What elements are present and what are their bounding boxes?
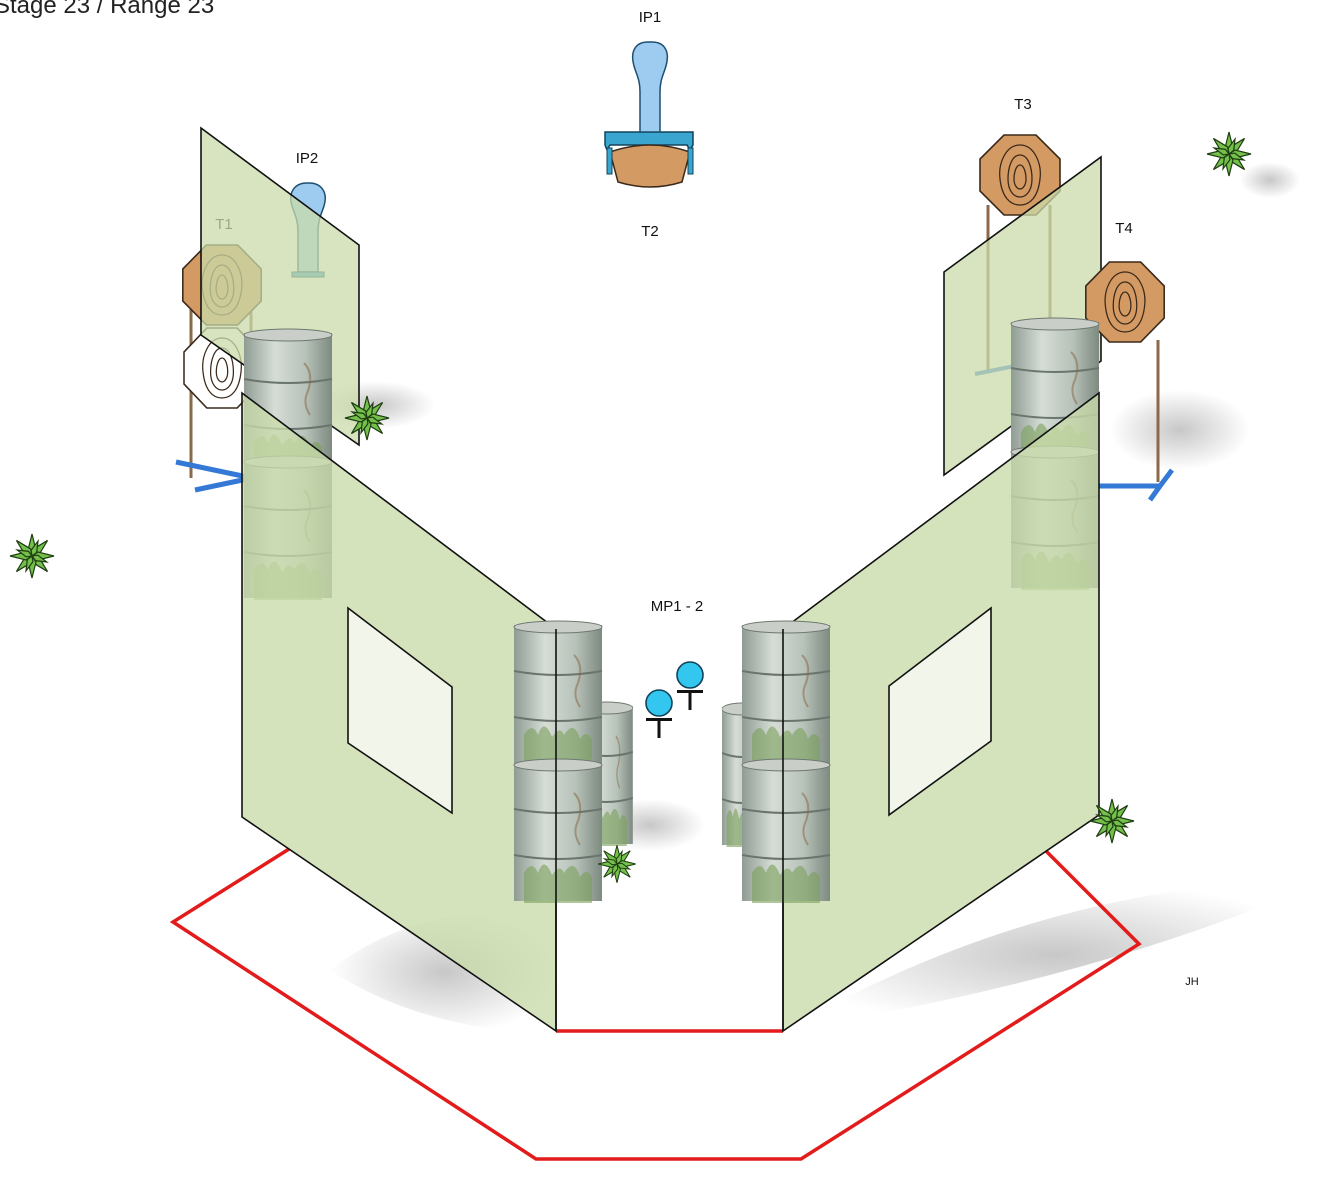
- stage-heading: Stage 23 / Range 23: [0, 0, 215, 19]
- label-t4: T4: [1115, 220, 1133, 237]
- label-t3: T3: [1014, 96, 1032, 113]
- label-t2: T2: [641, 223, 659, 240]
- bush-icon: [9, 533, 55, 579]
- label-ip2: IP2: [296, 150, 319, 167]
- no-shoot-ip1: [604, 41, 694, 188]
- popper-mp2: [676, 661, 704, 711]
- bush-icon: [597, 844, 637, 884]
- bush-icon: [1206, 131, 1252, 177]
- label-ip1: IP1: [639, 9, 662, 26]
- fault-line: [169, 847, 1142, 1161]
- author-initials: JH: [1185, 976, 1199, 988]
- barrels-center-right: [741, 620, 831, 904]
- bush-icon: [344, 395, 390, 441]
- window-port-left[interactable]: [347, 606, 453, 815]
- barrels-center-left: [513, 620, 603, 904]
- wall-right-back: [943, 155, 1102, 477]
- label-mp1-2: MP1 - 2: [651, 598, 704, 615]
- popper-mp1: [645, 689, 673, 739]
- bush-icon: [1089, 798, 1135, 844]
- window-port-right[interactable]: [888, 606, 992, 817]
